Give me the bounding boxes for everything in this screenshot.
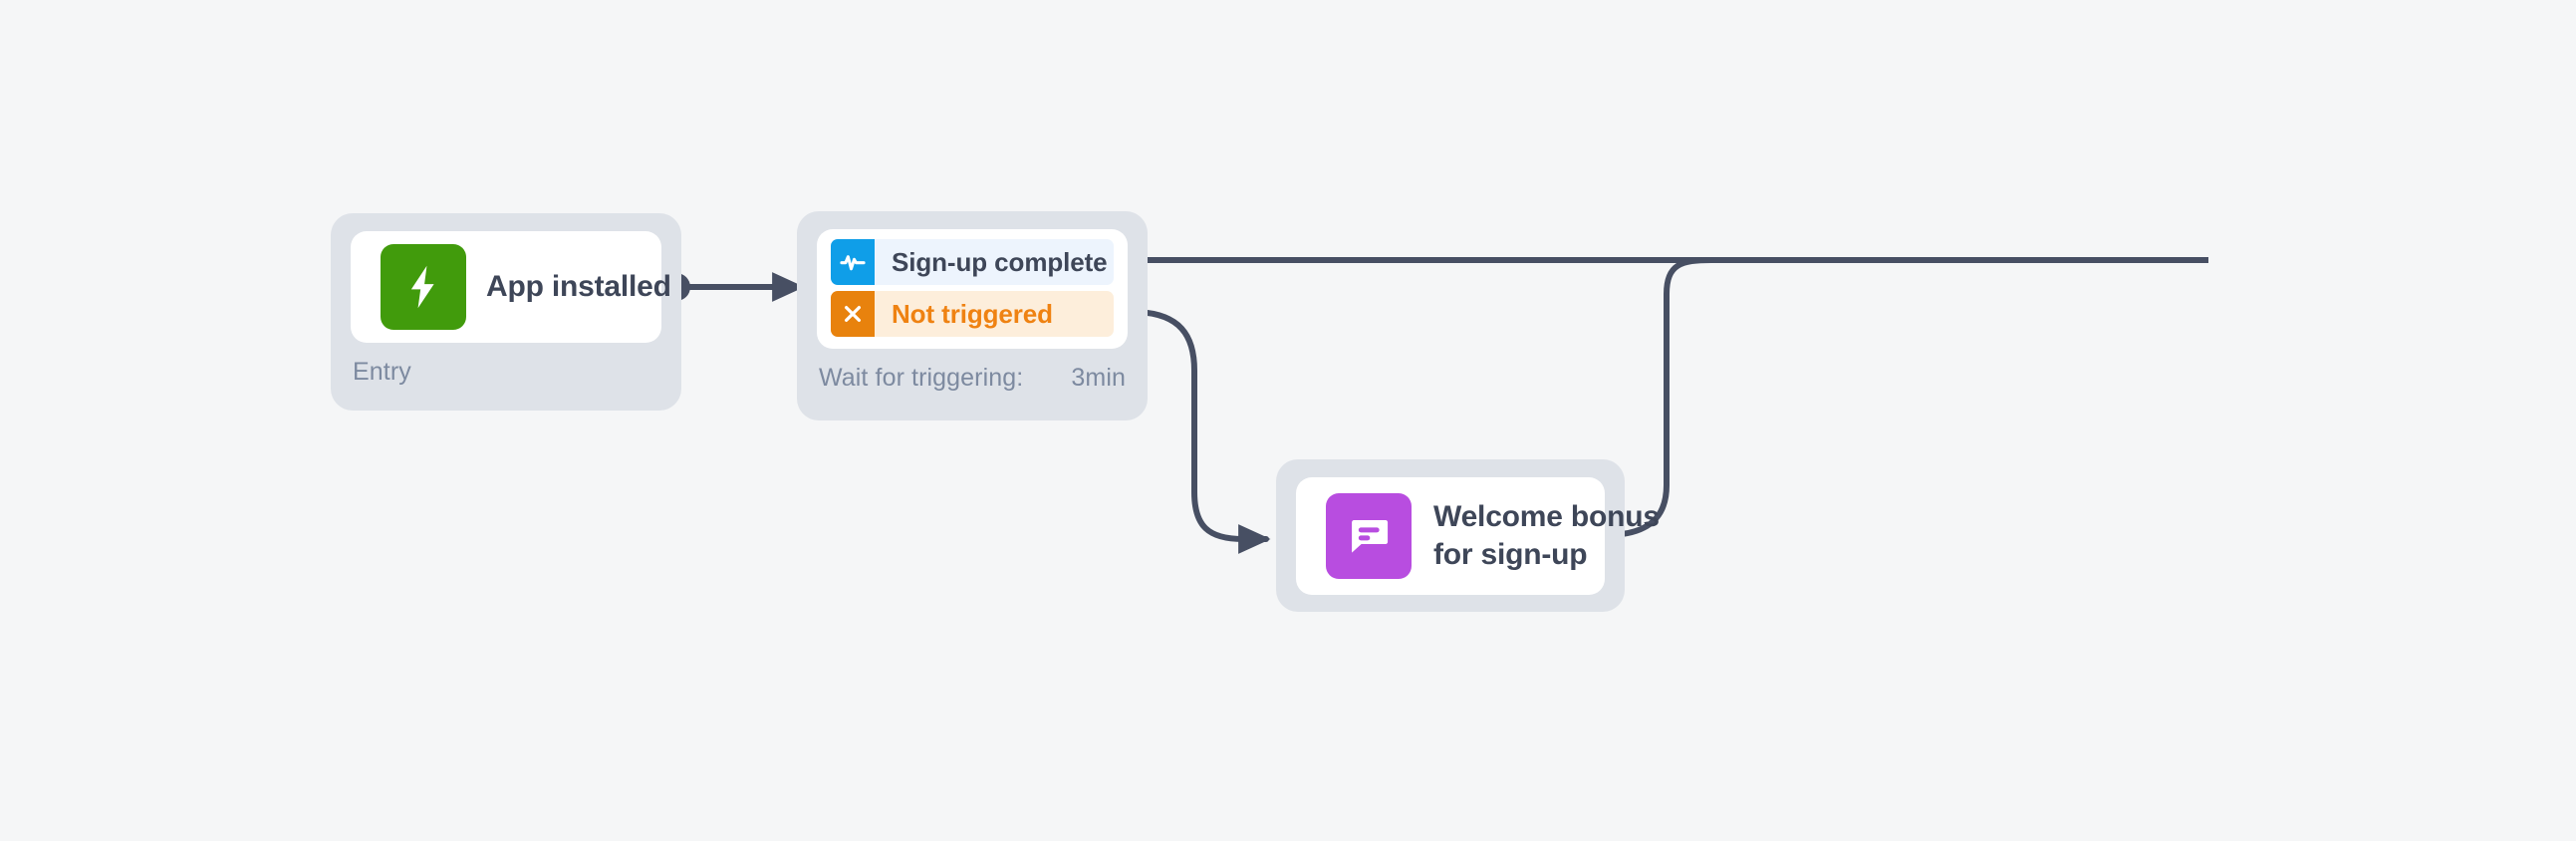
node-app-installed[interactable]: App installed Entry — [331, 213, 681, 411]
node-card[interactable]: Welcome bonus for sign-up — [1296, 477, 1660, 595]
activity-pulse-icon — [831, 239, 875, 285]
node-footer: Entry — [353, 355, 659, 389]
branch-row-label: Sign-up complete — [892, 246, 1108, 277]
node-title: App installed — [486, 270, 671, 303]
node-footer: Wait for triggering: 3min — [819, 361, 1126, 395]
node-title-line1: Welcome bonus — [1433, 499, 1660, 533]
branch-row-signup-complete[interactable]: Sign-up complete — [831, 239, 1114, 285]
close-x-icon — [831, 291, 875, 337]
node-footer-label: Entry — [353, 357, 411, 386]
edge-app-installed-to-signup — [662, 272, 805, 302]
edge-signup-complete-out — [1118, 246, 2208, 274]
node-wait-for-trigger[interactable]: Sign-up complete Not triggered Wait for … — [797, 211, 1148, 420]
node-title-line2: for sign-up — [1433, 538, 1588, 571]
branch-row-not-triggered[interactable]: Not triggered — [831, 291, 1114, 337]
branch-row-label: Not triggered — [892, 298, 1053, 329]
chat-message-icon — [1326, 493, 1412, 579]
node-welcome-bonus[interactable]: Welcome bonus for sign-up — [1276, 459, 1660, 612]
node-card[interactable]: App installed — [351, 231, 671, 343]
node-title: Welcome bonus for sign-up — [1433, 477, 1660, 595]
lightning-bolt-icon — [381, 244, 466, 330]
node-footer-label: Wait for triggering: — [819, 363, 1024, 392]
node-card[interactable]: Sign-up complete Not triggered — [817, 229, 1128, 349]
node-footer-value: 3min — [1071, 363, 1126, 392]
